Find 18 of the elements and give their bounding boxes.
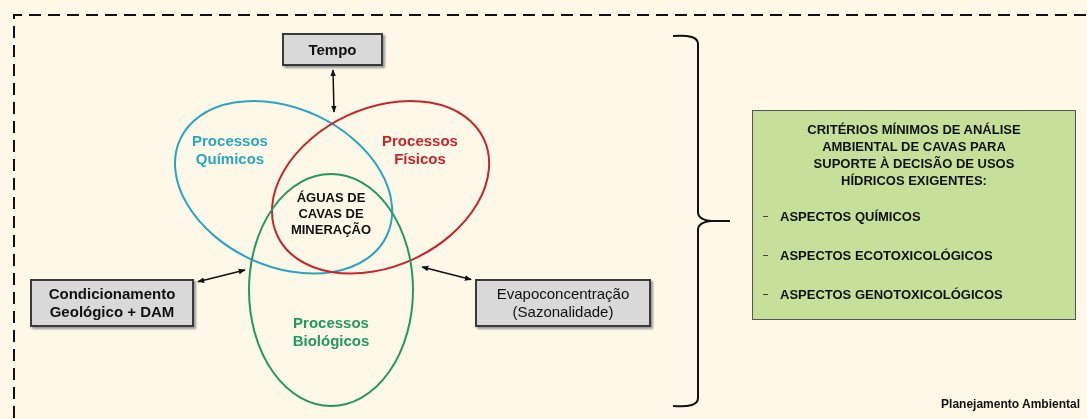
process-label: Processos Físicos: [381, 132, 459, 168]
process-ellipse: [248, 173, 414, 407]
criteria-heading: CRITÉRIOS MÍNIMOS DE ANÁLISE AMBIENTAL DE CAVAS PARA SUPORTE À DECISÃO DE USOS HÍDRICOS EXIGENTES:: [806, 121, 1022, 189]
criteria-item: ASPECTOS GENOTOXICOLÓGICOS: [780, 287, 1003, 302]
double-arrow: [421, 265, 472, 281]
process-ellipse: [271, 99, 491, 275]
factor-box: Condicionamento Geológico + DAM: [30, 279, 194, 327]
factor-box: Tempo: [282, 33, 383, 66]
criteria-box: [752, 110, 1076, 320]
process-label: Processos Químicos: [191, 132, 269, 168]
factor-box: Evapoconcentração (Sazonalidade): [475, 279, 651, 327]
criteria-item: ASPECTOS QUÍMICOS: [780, 209, 921, 224]
center-label: ÁGUAS DE CAVAS DE MINERAÇÃO: [289, 190, 373, 238]
process-label: Processos Biológicos: [291, 314, 371, 350]
double-arrow: [197, 268, 246, 283]
criteria-item: ASPECTOS ECOTOXICOLÓGICOS: [780, 248, 993, 263]
double-arrow: [330, 69, 337, 113]
footer-label: Planejamento Ambiental: [940, 396, 1080, 412]
